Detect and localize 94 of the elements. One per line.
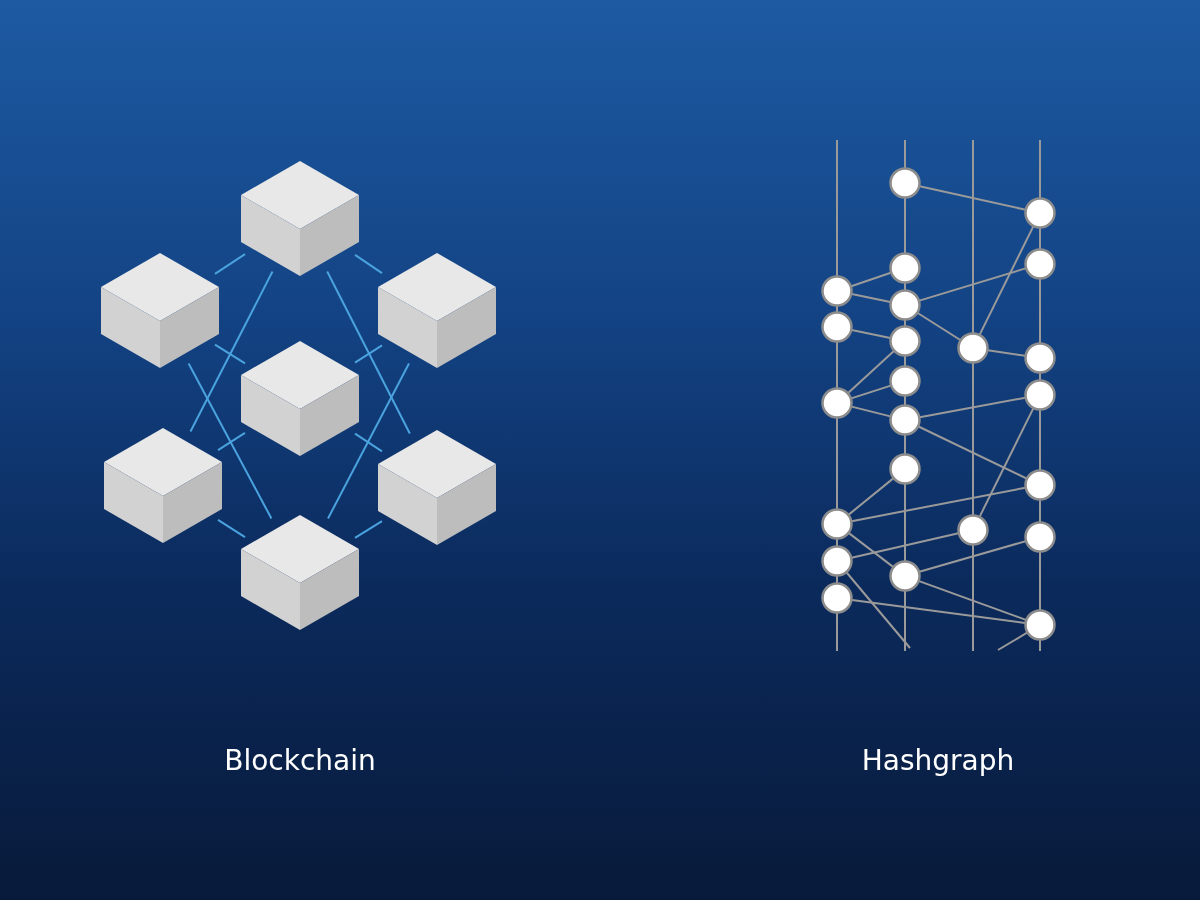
connector-line bbox=[978, 407, 1035, 518]
connector-line bbox=[214, 253, 246, 275]
connector-line bbox=[1039, 499, 1041, 523]
connector-line bbox=[904, 282, 906, 291]
connector-line bbox=[904, 483, 906, 562]
connector-line bbox=[836, 305, 838, 313]
caption-text: Hashgraph bbox=[861, 744, 1015, 777]
event-circle bbox=[889, 167, 921, 199]
event-circle bbox=[1024, 469, 1056, 501]
connector-line bbox=[847, 350, 895, 394]
connector-line bbox=[836, 139, 838, 277]
event-circle bbox=[821, 582, 853, 614]
connector-line bbox=[326, 270, 411, 435]
event-circle bbox=[1024, 197, 1056, 229]
connector-line bbox=[904, 139, 906, 169]
connector-line bbox=[916, 312, 962, 341]
cube-block bbox=[104, 427, 222, 543]
connector-line bbox=[1039, 409, 1041, 471]
connector-line bbox=[836, 538, 838, 547]
connector-line bbox=[904, 319, 906, 327]
connector-line bbox=[997, 631, 1029, 651]
connector-line bbox=[836, 417, 838, 510]
event-circle bbox=[889, 289, 921, 321]
connector-line bbox=[904, 355, 906, 367]
connector-line bbox=[972, 362, 974, 516]
connector-line bbox=[918, 185, 1027, 211]
connector-line bbox=[904, 395, 906, 406]
connector-line bbox=[187, 362, 273, 520]
connector-line bbox=[850, 384, 892, 400]
cube-block bbox=[241, 340, 359, 456]
connector-line bbox=[972, 139, 974, 334]
connector-line bbox=[354, 344, 383, 364]
event-circle bbox=[821, 508, 853, 540]
connector-line bbox=[850, 405, 892, 418]
event-circle bbox=[821, 387, 853, 419]
connector-line bbox=[354, 253, 383, 275]
event-circle bbox=[821, 545, 853, 577]
connector-line bbox=[850, 599, 1027, 624]
event-circle bbox=[889, 252, 921, 284]
connector-line bbox=[836, 341, 838, 389]
connector-line bbox=[836, 575, 838, 584]
connector-line bbox=[978, 225, 1035, 336]
connector-line bbox=[354, 520, 383, 539]
event-circle bbox=[957, 332, 989, 364]
event-circle bbox=[821, 311, 853, 343]
event-circle bbox=[889, 404, 921, 436]
connector-line bbox=[189, 270, 274, 433]
connector-line bbox=[850, 486, 1027, 523]
connector-line bbox=[904, 434, 906, 455]
event-circle bbox=[821, 275, 853, 307]
connector-line bbox=[904, 197, 906, 254]
cube-block bbox=[101, 252, 219, 368]
connector-line bbox=[1039, 372, 1041, 381]
connector-line bbox=[918, 580, 1027, 621]
event-circle bbox=[1024, 521, 1056, 553]
connector-line bbox=[1039, 139, 1041, 199]
cube-block bbox=[241, 514, 359, 630]
event-circle bbox=[1024, 248, 1056, 280]
event-circle bbox=[889, 453, 921, 485]
connector-line bbox=[850, 271, 892, 288]
event-circle bbox=[1024, 379, 1056, 411]
connector-line bbox=[836, 612, 838, 652]
connector-line bbox=[850, 532, 960, 559]
connector-line bbox=[986, 349, 1027, 357]
connector-line bbox=[850, 329, 892, 339]
connector-line bbox=[1039, 551, 1041, 611]
connector-line bbox=[847, 477, 895, 516]
caption-text: Blockchain bbox=[224, 744, 376, 777]
connector-line bbox=[918, 267, 1027, 302]
connector-line bbox=[918, 540, 1027, 573]
connector-line bbox=[217, 431, 246, 452]
event-circle bbox=[889, 365, 921, 397]
event-circle bbox=[957, 514, 989, 546]
connector-line bbox=[847, 532, 895, 568]
connector-line bbox=[217, 518, 246, 539]
connector-line bbox=[327, 362, 410, 520]
connector-line bbox=[1039, 639, 1041, 652]
connector-line bbox=[972, 544, 974, 652]
connector-line bbox=[850, 293, 892, 303]
cube-block bbox=[378, 429, 496, 545]
event-circle bbox=[889, 560, 921, 592]
event-circle bbox=[889, 325, 921, 357]
connector-line bbox=[354, 432, 383, 453]
connector-line bbox=[1039, 278, 1041, 344]
connector-line bbox=[1039, 227, 1041, 250]
cube-block bbox=[241, 160, 359, 276]
connector-line bbox=[845, 571, 911, 649]
event-circle bbox=[1024, 609, 1056, 641]
connector-line bbox=[214, 343, 246, 365]
connector-line bbox=[904, 590, 906, 652]
event-circle bbox=[1024, 342, 1056, 374]
connector-line bbox=[918, 396, 1027, 419]
connector-line bbox=[917, 425, 1028, 480]
cube-block bbox=[378, 252, 496, 368]
